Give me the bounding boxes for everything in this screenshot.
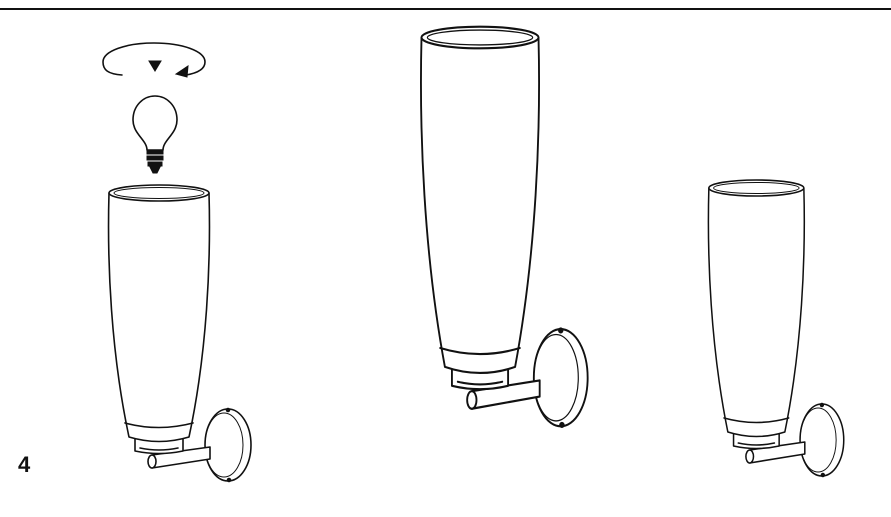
lamp-assembled-small <box>707 179 845 478</box>
top-rule <box>0 8 891 10</box>
step-number: 4 <box>18 452 31 477</box>
lamp-assembled-large <box>419 25 589 429</box>
light-bulb-icon <box>132 95 178 174</box>
lamp-with-bulb-step <box>107 184 252 483</box>
rotation-arrows-icon <box>102 42 206 78</box>
